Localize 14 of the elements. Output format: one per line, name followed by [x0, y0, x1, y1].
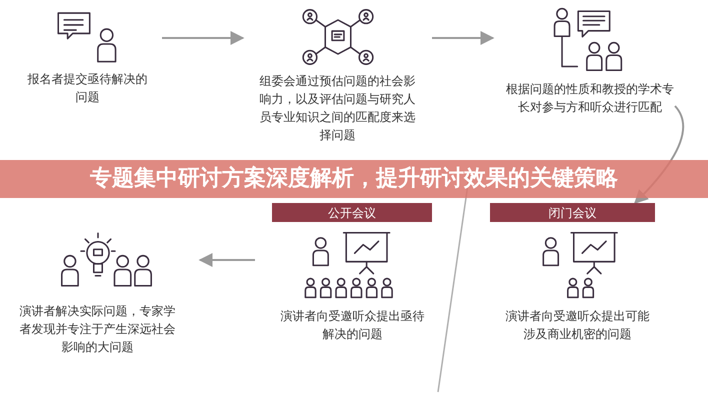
- step-description: 演讲者向受邀听众提出亟待解决的问题: [280, 308, 426, 343]
- step-description: 演讲者解决实际问题，专家学者发现并专注于产生深远社会影响的大问题: [18, 303, 176, 356]
- step-description: 演讲者向受邀听众提出可能涉及商业机密的问题: [504, 308, 650, 343]
- step-description: 组委会通过预估问题的社会影响力，以及评估问题与研究人员专业知识之间的匹配度来选择问题: [258, 73, 416, 144]
- meeting-type-bar: [490, 203, 655, 222]
- arrow: [432, 31, 494, 45]
- bar-label: 闭门会议: [548, 206, 596, 218]
- arrow: [162, 31, 244, 45]
- meeting-type-bar: [272, 203, 432, 222]
- step-description: 根据问题的性质和教授的学术专长对参与方和听众进行匹配: [505, 81, 675, 116]
- step-description: 报名者提交亟待解决的问题: [26, 71, 148, 106]
- title: 专题集中研讨方案深度解析，提升研讨效果的关键策略: [89, 164, 619, 193]
- arrow: [198, 253, 255, 267]
- bar-label: 公开会议: [328, 206, 376, 218]
